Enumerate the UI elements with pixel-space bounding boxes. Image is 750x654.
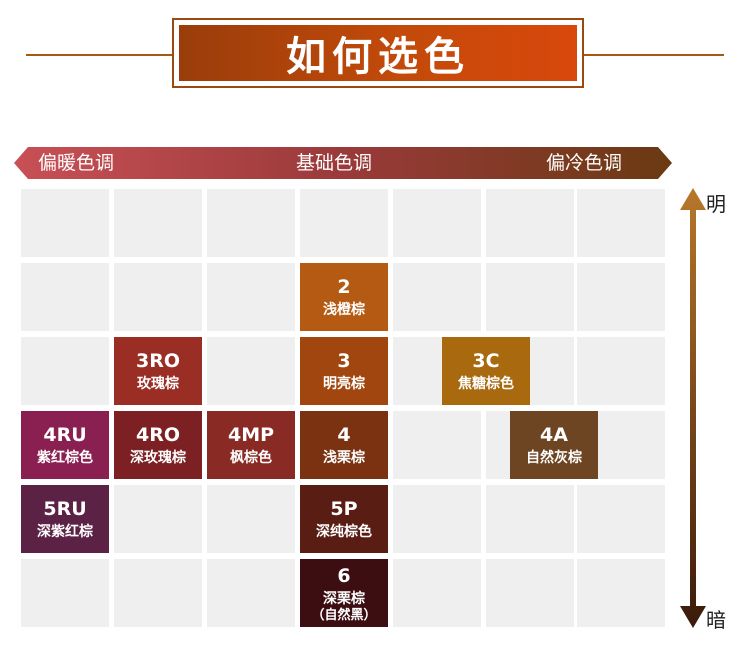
title-line-right <box>584 54 724 56</box>
title-box: 如何选色 <box>172 18 584 88</box>
tone-cool-label: 偏冷色调 <box>546 152 623 174</box>
color-swatch-4a[interactable]: 4A 自然灰棕 <box>510 411 598 479</box>
swatch-code: 4RU <box>43 424 87 446</box>
empty-cell <box>486 485 574 553</box>
color-swatch-5p[interactable]: 5P 深纯棕色 <box>300 485 388 553</box>
empty-cell <box>486 189 574 257</box>
swatch-code: 3RO <box>135 350 180 372</box>
empty-cell <box>393 411 481 479</box>
tone-base-label: 基础色调 <box>296 152 373 174</box>
color-swatch-4ru[interactable]: 4RU 紫红棕色 <box>21 411 109 479</box>
empty-cell <box>393 263 481 331</box>
swatch-code: 4MP <box>227 424 275 446</box>
swatch-name: 深栗棕 <box>323 590 365 607</box>
color-swatch-6[interactable]: 6 深栗棕（自然黑） <box>300 559 388 627</box>
empty-cell <box>577 337 665 405</box>
empty-cell <box>114 559 202 627</box>
empty-cell <box>114 485 202 553</box>
color-swatch-3c[interactable]: 3C 焦糖棕色 <box>442 337 530 405</box>
brightness-light-label: 明 <box>706 192 726 216</box>
empty-cell <box>393 559 481 627</box>
empty-cell <box>207 189 295 257</box>
empty-cell <box>486 263 574 331</box>
color-swatch-4mp[interactable]: 4MP 枫棕色 <box>207 411 295 479</box>
tone-axis-bar <box>14 147 672 179</box>
empty-cell <box>21 337 109 405</box>
color-swatch-4[interactable]: 4 浅栗棕 <box>300 411 388 479</box>
empty-cell <box>21 559 109 627</box>
swatch-name: 浅橙棕 <box>323 302 365 318</box>
empty-cell <box>393 485 481 553</box>
empty-cell <box>21 263 109 331</box>
swatch-name: 焦糖棕色 <box>458 376 514 392</box>
empty-cell <box>207 485 295 553</box>
swatch-code: 6 <box>337 564 351 587</box>
title-line-left <box>26 54 172 56</box>
swatch-name: 深纯棕色 <box>316 524 372 540</box>
brightness-dark-label: 暗 <box>706 608 726 632</box>
swatch-name: 玫瑰棕 <box>137 376 179 392</box>
swatch-name: 深紫红棕 <box>37 524 93 540</box>
swatch-name: 浅栗棕 <box>323 450 365 466</box>
empty-cell <box>114 189 202 257</box>
page-title: 如何选色 <box>179 25 577 81</box>
empty-cell <box>300 189 388 257</box>
swatch-code: 5RU <box>43 498 87 520</box>
color-swatch-4ro[interactable]: 4RO 深玫瑰棕 <box>114 411 202 479</box>
empty-cell <box>486 559 574 627</box>
empty-cell <box>577 189 665 257</box>
swatch-name: 紫红棕色 <box>37 450 93 466</box>
empty-cell <box>207 337 295 405</box>
tone-warm-label: 偏暖色调 <box>38 152 115 174</box>
swatch-name: 枫棕色 <box>230 450 272 466</box>
color-swatch-3[interactable]: 3 明亮棕 <box>300 337 388 405</box>
swatch-code: 2 <box>337 276 351 298</box>
empty-cell <box>207 559 295 627</box>
swatch-subname: （自然黑） <box>311 607 377 623</box>
color-swatch-5ru[interactable]: 5RU 深紫红棕 <box>21 485 109 553</box>
color-swatch-2[interactable]: 2 浅橙棕 <box>300 263 388 331</box>
swatch-code: 3C <box>472 350 500 372</box>
empty-cell <box>207 263 295 331</box>
tone-axis-arrow <box>14 147 672 179</box>
brightness-axis-arrow <box>680 188 706 628</box>
swatch-code: 5P <box>330 498 358 520</box>
empty-cell <box>577 485 665 553</box>
swatch-name: 明亮棕 <box>323 376 365 392</box>
swatch-name: 自然灰棕 <box>526 450 582 466</box>
color-swatch-3ro[interactable]: 3RO 玫瑰棕 <box>114 337 202 405</box>
swatch-name: 深玫瑰棕 <box>130 450 186 466</box>
empty-cell <box>577 559 665 627</box>
swatch-code: 3 <box>337 350 351 372</box>
empty-cell <box>114 263 202 331</box>
swatch-code: 4RO <box>135 424 180 446</box>
empty-cell <box>393 189 481 257</box>
empty-cell <box>21 189 109 257</box>
swatch-code: 4 <box>337 424 351 446</box>
empty-cell <box>577 263 665 331</box>
swatch-code: 4A <box>540 424 568 446</box>
